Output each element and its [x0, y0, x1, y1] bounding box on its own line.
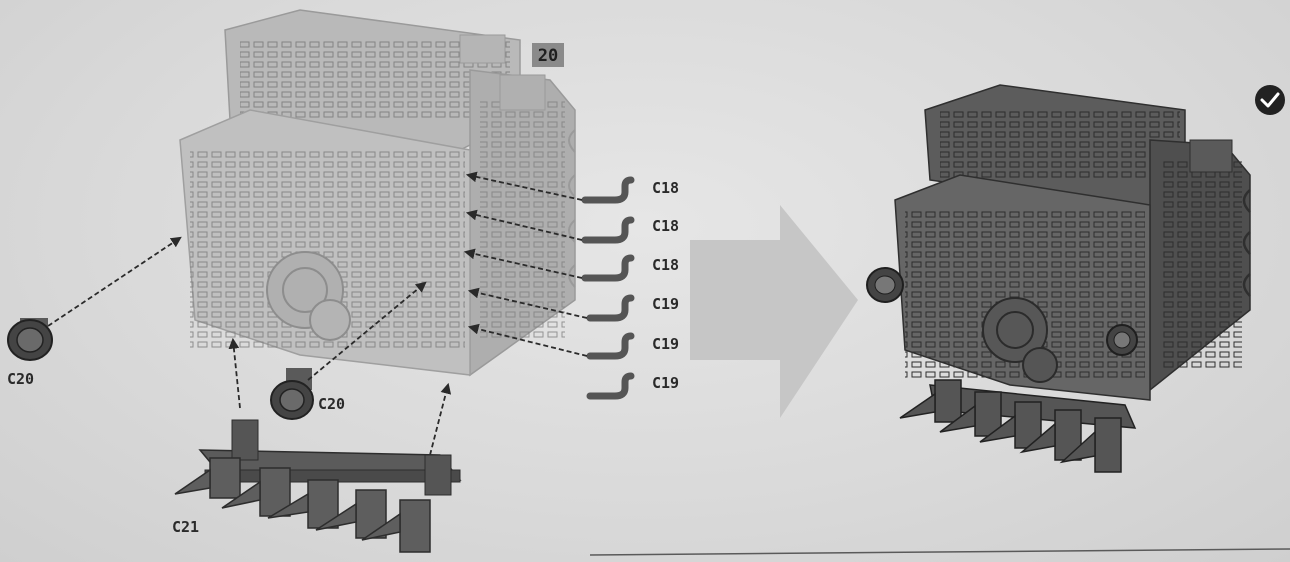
- finished-hull-assembly: [866, 84, 1251, 473]
- label-c21: C21: [172, 518, 199, 536]
- progress-arrow: [690, 205, 858, 418]
- label-c18-b: C18: [652, 217, 679, 235]
- label-c19-a: C19: [652, 295, 679, 313]
- rod-parts: C18 C18 C18 C19 C19 C19: [463, 171, 679, 400]
- step-number-badge: 20: [532, 43, 564, 67]
- rod-c19-c: [586, 372, 635, 400]
- ghost-hull-assembly: [179, 9, 576, 377]
- part-c20-left: C20: [7, 236, 182, 388]
- part-c20-center: C20: [270, 281, 427, 420]
- checkmark-icon: [1255, 85, 1285, 115]
- label-c18-a: C18: [652, 179, 679, 197]
- label-c19-b: C19: [652, 335, 679, 353]
- rod-c19-b: [586, 332, 635, 360]
- label-c20-left: C20: [7, 370, 34, 388]
- rod-c18-c: [581, 254, 635, 282]
- label-c19-c: C19: [652, 374, 679, 392]
- page-bottom-rule: [589, 548, 1290, 556]
- rod-c18-b: [581, 216, 635, 244]
- rod-c19-a: [586, 294, 635, 322]
- label-c20-center: C20: [318, 395, 345, 413]
- rod-c18-a: [581, 176, 635, 204]
- step-number: 20: [538, 46, 558, 66]
- part-c21: C21: [172, 337, 462, 553]
- label-c18-c: C18: [652, 256, 679, 274]
